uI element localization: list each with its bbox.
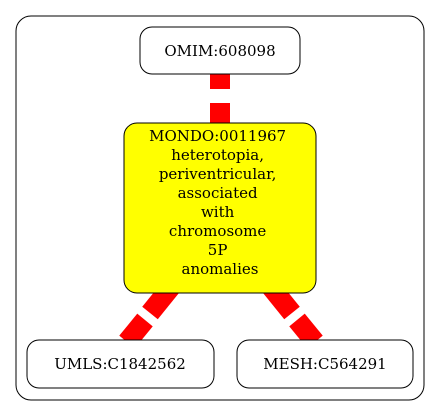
node-mondo-box bbox=[123, 122, 317, 294]
edge-mondo-umls bbox=[119, 280, 179, 349]
node-umls[interactable]: UMLS:C1842562 bbox=[26, 339, 215, 389]
node-umls-label: UMLS:C1842562 bbox=[54, 355, 186, 373]
node-mondo-line-5: with bbox=[201, 203, 235, 221]
node-omim-box bbox=[139, 26, 301, 75]
node-mondo[interactable]: MONDO:0011967 heterotopia, periventricul… bbox=[123, 122, 317, 294]
node-mondo-line-6: chromosome bbox=[169, 222, 266, 240]
node-mondo-line-1: MONDO:0011967 bbox=[149, 127, 286, 145]
node-mondo-line-4: associated bbox=[178, 184, 258, 202]
node-mesh[interactable]: MESH:C564291 bbox=[236, 339, 414, 389]
edge-mondo-mesh-seg-2 bbox=[289, 313, 323, 349]
node-omim-label: OMIM:608098 bbox=[164, 42, 275, 60]
node-mesh-label: MESH:C564291 bbox=[263, 355, 386, 373]
node-mondo-line-2: heterotopia, bbox=[171, 146, 264, 164]
edge-mondo-mesh bbox=[263, 280, 323, 349]
node-mesh-box bbox=[236, 339, 414, 389]
node-umls-box bbox=[26, 339, 215, 389]
cluster-frame bbox=[15, 15, 425, 401]
node-mondo-line-3: periventricular, bbox=[159, 165, 277, 183]
node-mondo-label: MONDO:0011967 heterotopia, periventricul… bbox=[149, 127, 291, 278]
node-mondo-line-8: anomalies bbox=[182, 260, 259, 278]
node-mondo-line-7: 5P bbox=[208, 241, 228, 259]
edge-mondo-umls-seg-2 bbox=[119, 313, 153, 349]
node-omim[interactable]: OMIM:608098 bbox=[139, 26, 301, 75]
